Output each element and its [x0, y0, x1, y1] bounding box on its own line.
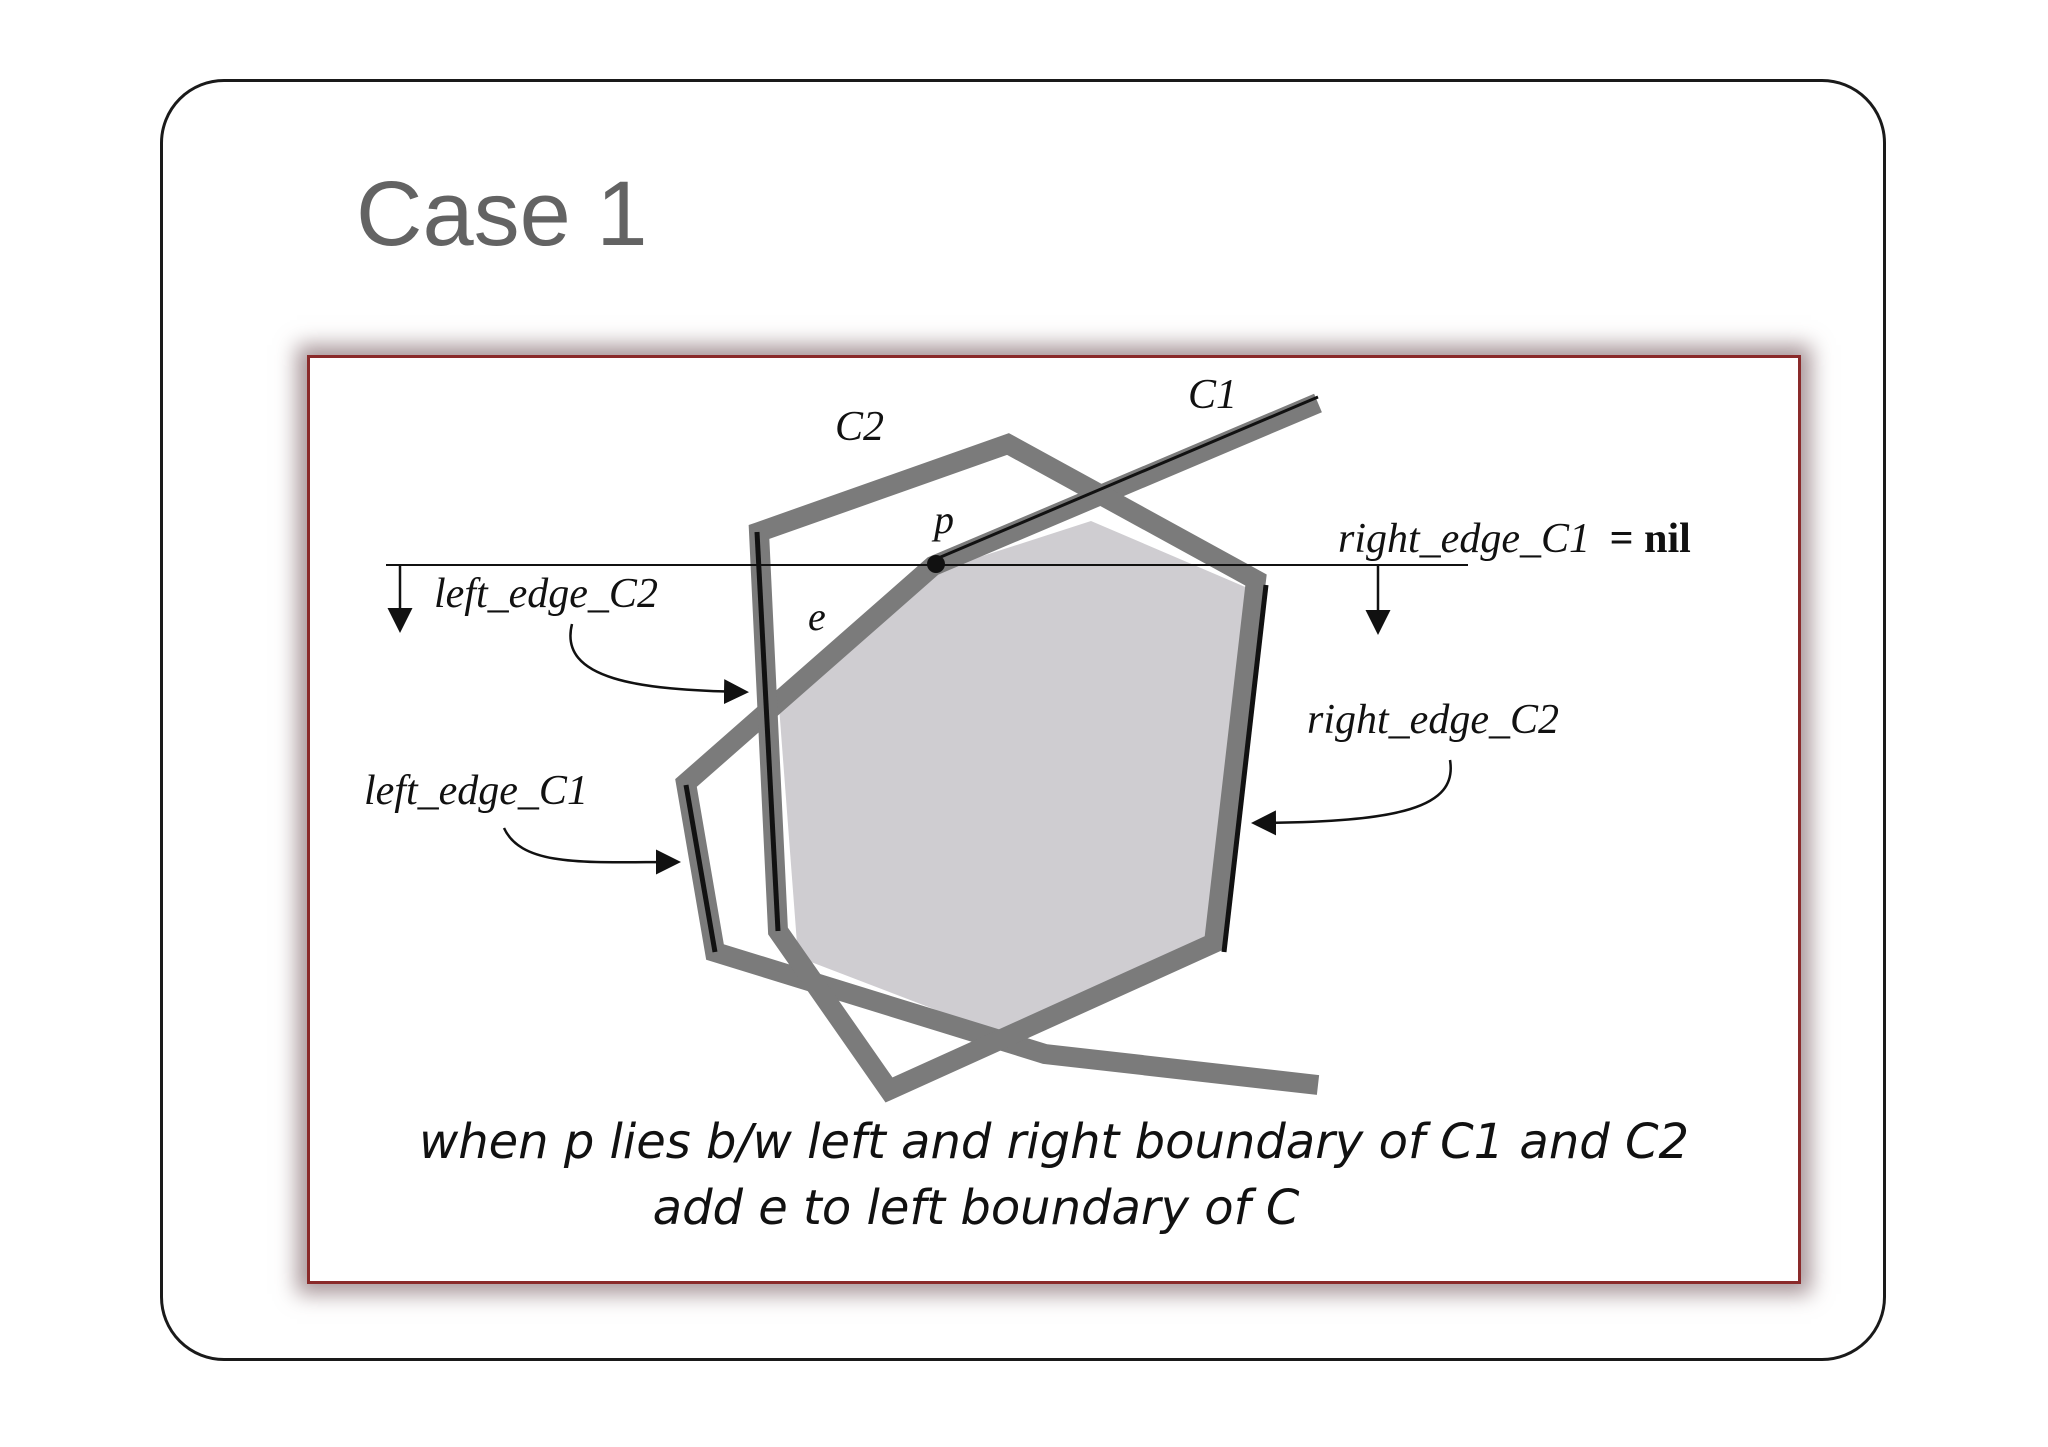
left-edge-c1-pointer	[502, 827, 681, 875]
right-edge-c1-label: right_edge_C1 = nil	[1338, 514, 1691, 562]
p-label: p	[931, 497, 954, 542]
left-edge-c2-pointer	[569, 623, 749, 705]
c1-upper-edge-line	[935, 395, 1319, 561]
intersection-region	[778, 521, 1250, 1036]
left-edge-c2-label: left_edge_C2	[434, 571, 658, 617]
point-p	[927, 555, 945, 573]
left-edge-c2-line	[754, 531, 781, 932]
right-edge-c2-line	[1221, 584, 1269, 953]
left-edge-c1-line	[683, 784, 718, 953]
caption-line-1: when p lies b/w left and right boundary …	[419, 1114, 1689, 1170]
e-label: e	[808, 594, 826, 639]
left-edge-c1-label: left_edge_C1	[364, 768, 588, 814]
c1-label: C1	[1188, 372, 1237, 418]
slide-title: Case 1	[356, 163, 648, 265]
c2-label: C2	[835, 404, 884, 450]
right-edge-c2-label: right_edge_C2	[1307, 697, 1559, 743]
caption-line-2: add e to left boundary of C	[653, 1180, 1300, 1236]
right-edge-c2-pointer	[1251, 759, 1452, 836]
